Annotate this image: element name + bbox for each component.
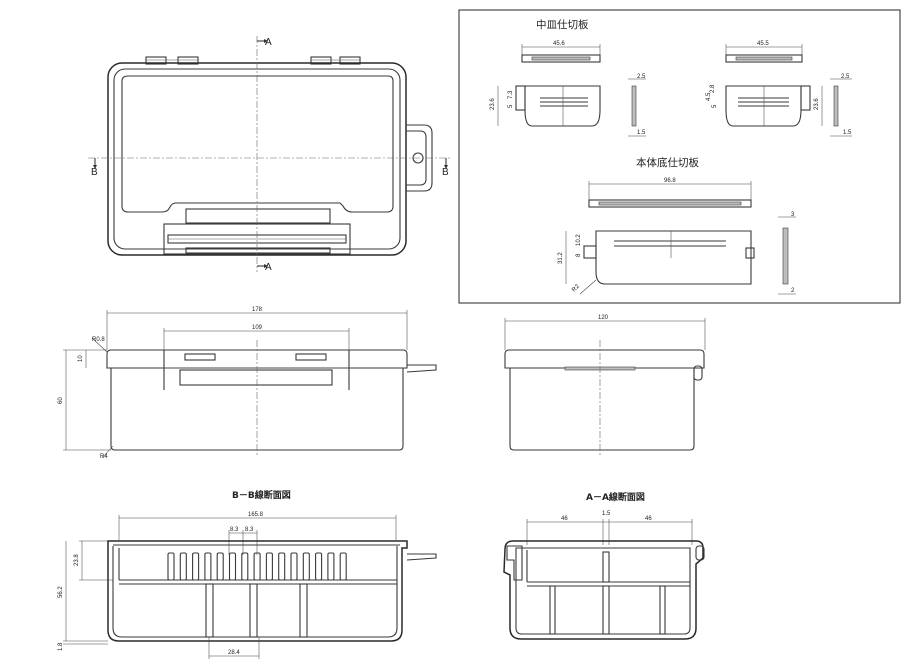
section-bb-rib [167, 552, 175, 581]
bottom-divider-thick-bottom: 2 [791, 288, 795, 294]
side-view: 120 [504, 315, 706, 455]
section-bb-depth-total: 56.2 [58, 586, 64, 598]
section-bb-rib [192, 552, 200, 581]
section-bb-rib [253, 552, 261, 581]
front-height: 60 [58, 397, 64, 404]
bottom-divider-height: 31.2 [558, 252, 564, 264]
section-bb-rib [339, 552, 347, 581]
section-bb-rib [278, 552, 286, 581]
divider-panel: 中皿仕切板 45.6 23.6 7.3 5 2.5 1.5 45.5 [458, 9, 901, 304]
bottom-divider-thick-top: 3 [791, 212, 795, 218]
section-bb-rib [216, 552, 224, 581]
section-bb-bottom-thick: 1.8 [58, 642, 64, 651]
section-aa-left-width: 46 [561, 516, 568, 522]
left-tray-thick-top: 2.5 [637, 74, 646, 80]
section-bb-title: B－B線断面図 [232, 489, 291, 501]
front-width: 178 [252, 307, 263, 313]
top-view: A A B B [88, 36, 450, 273]
section-a-label-top: A [265, 37, 272, 48]
section-bb-rib [290, 552, 298, 581]
left-tray-slot-a: 7.3 [508, 90, 514, 99]
right-tray-length: 45.5 [757, 41, 769, 47]
section-bb-rib [327, 552, 335, 581]
right-tray-slot-c: 5 [712, 104, 718, 108]
section-aa-right-width: 46 [645, 516, 652, 522]
section-a-label-bottom: A [265, 262, 272, 273]
left-tray-thick-bottom: 1.5 [637, 130, 646, 136]
front-lid-width: 109 [252, 325, 263, 331]
right-tray-slot-a: 2.8 [710, 84, 716, 93]
bottom-divider-slot-b: 8 [576, 253, 582, 257]
section-b-label-right: B [442, 167, 449, 178]
section-bb-inner-width: 165.8 [248, 512, 264, 518]
front-corner-top: R0.8 [92, 337, 105, 343]
right-tray-thick-bottom: 1.5 [843, 130, 852, 136]
section-bb-depth-upper: 23.8 [74, 554, 80, 566]
left-tray-slot-b: 5 [508, 104, 514, 108]
section-bb-rib [265, 552, 273, 581]
section-b-label-left: B [91, 167, 98, 178]
right-tray-slot-b: 4.5 [706, 92, 712, 101]
right-tray-height: 23.6 [814, 98, 820, 110]
front-view: 178 109 60 10 R0.8 R4 [58, 307, 437, 460]
section-bb-rib [179, 552, 187, 581]
body-bottom-title: 本体底仕切板 [636, 156, 699, 169]
left-tray-length: 45.6 [553, 41, 565, 47]
section-aa: A－A線断面図 46 1.5 46 [503, 491, 705, 640]
section-bb-rib [302, 552, 310, 581]
section-bb-rib [241, 552, 249, 581]
section-bb: B－B線断面図 165.8 8.3 8.3 23.8 56.2 1.8 28.4 [58, 489, 437, 659]
section-bb-ribs [167, 552, 347, 581]
section-bb-rib [315, 552, 323, 581]
section-aa-wall: 1.5 [602, 511, 611, 517]
section-aa-title: A－A線断面図 [586, 491, 645, 503]
bottom-divider-slot-a: 10.2 [576, 234, 582, 246]
section-bb-pitch-a: 8.3 [230, 527, 239, 533]
section-bb-pitch-b: 8.3 [245, 527, 254, 533]
middle-tray-title: 中皿仕切板 [536, 18, 589, 31]
section-bb-rib [228, 552, 237, 581]
left-tray-height: 23.6 [490, 98, 496, 110]
section-bb-rib [204, 552, 212, 581]
side-width: 120 [598, 315, 609, 321]
right-tray-thick-top: 2.5 [841, 74, 850, 80]
bottom-divider-radius: R2 [571, 283, 581, 293]
bottom-divider-length: 96.8 [664, 178, 676, 184]
front-lid-height: 10 [78, 355, 84, 362]
section-bb-rib-gap: 28.4 [228, 650, 240, 656]
front-corner-bottom: R4 [100, 454, 108, 460]
